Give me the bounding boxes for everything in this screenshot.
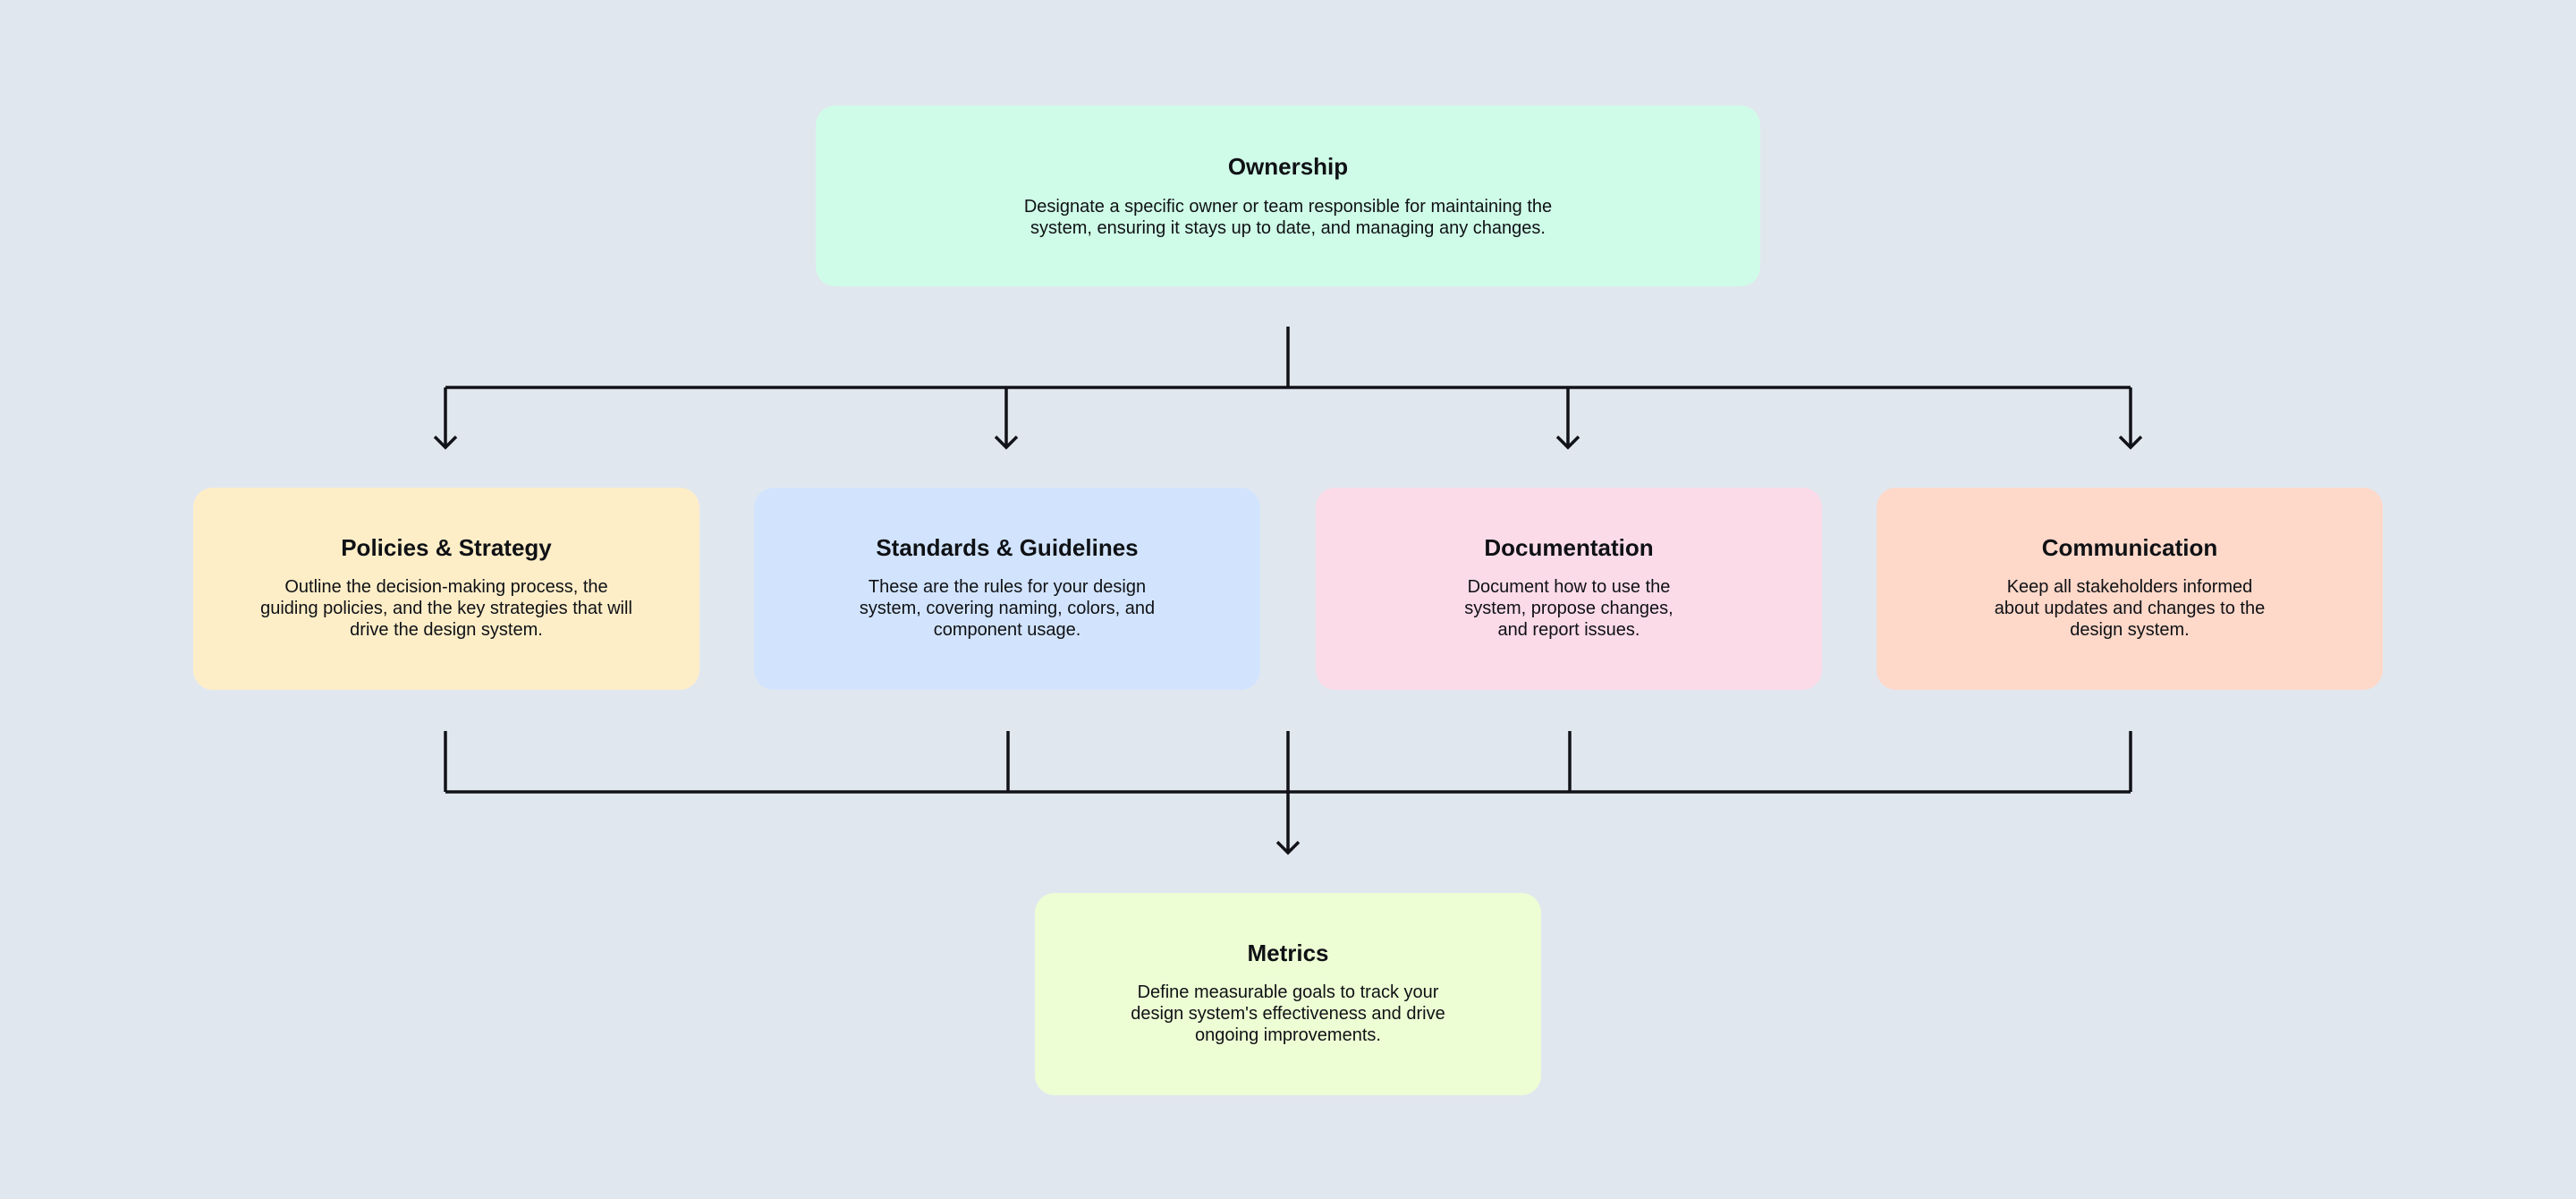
arrow-head-communication [2118, 435, 2143, 450]
policies-strategy-description: Outline the decision-making process, the… [260, 577, 632, 640]
standards-guidelines-description: These are the rules for your design syst… [859, 577, 1156, 640]
policies-strategy-node: Policies & Strategy Outline the decision… [193, 488, 699, 690]
arrow-head-standards [994, 435, 1019, 450]
ownership-node: Ownership Designate a specific owner or … [816, 106, 1760, 286]
ownership-description: Designate a specific owner or team respo… [1023, 197, 1553, 238]
communication-title: Communication [2041, 534, 2218, 561]
arrow-head-metrics [1275, 840, 1301, 855]
policies-strategy-title: Policies & Strategy [341, 534, 552, 561]
communication-node: Communication Keep all stakeholders info… [1877, 488, 2383, 690]
ownership-title: Ownership [1227, 153, 1349, 180]
metrics-title: Metrics [1247, 940, 1329, 966]
documentation-node: Documentation Document how to use the sy… [1316, 488, 1822, 690]
arrow-head-policies [433, 435, 458, 450]
metrics-node: Metrics Define measurable goals to track… [1035, 893, 1541, 1095]
documentation-title: Documentation [1484, 534, 1654, 561]
metrics-description: Define measurable goals to track your de… [1131, 982, 1445, 1045]
communication-description: Keep all stakeholders informed about upd… [1994, 577, 2266, 640]
arrow-head-documentation [1555, 435, 1580, 450]
documentation-description: Document how to use the system, propose … [1464, 577, 1674, 640]
standards-guidelines-title: Standards & Guidelines [876, 534, 1139, 561]
standards-guidelines-node: Standards & Guidelines These are the rul… [754, 488, 1260, 690]
